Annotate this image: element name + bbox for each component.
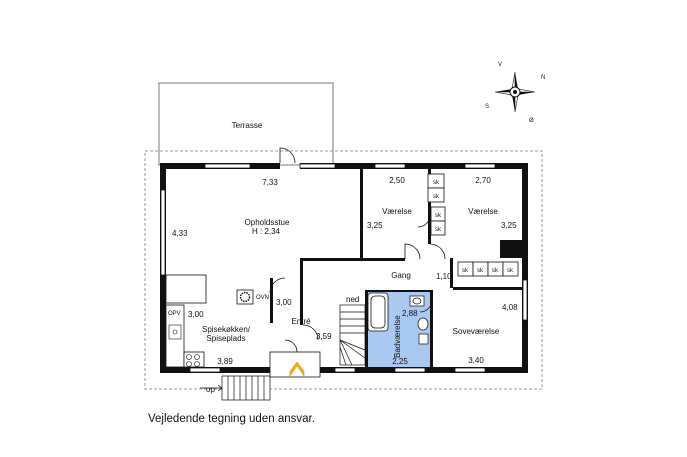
- entry-depth-dim: 3,00: [276, 298, 292, 307]
- compass-rose-icon: [494, 71, 536, 113]
- bath-depth-dim: 2,88: [402, 309, 418, 318]
- closet-label: sk: [492, 268, 499, 274]
- entry-arrow-icon: [289, 361, 305, 377]
- outside-steps: [200, 375, 271, 401]
- living-width-dim: 7,33: [262, 178, 278, 187]
- toilet-icon: [417, 317, 429, 345]
- compass-east-label: Ø: [529, 118, 534, 124]
- room-right-depth-dim: 3,25: [501, 221, 517, 230]
- living-room-height: H : 2,34: [252, 227, 281, 236]
- door-swings: [269, 147, 446, 353]
- stove-icon: [186, 354, 200, 367]
- kitchen-counters: [165, 274, 207, 368]
- kitchen-depth-dim: 3,00: [188, 310, 204, 319]
- plot-outline: [144, 150, 543, 390]
- oven-unit: [236, 289, 254, 305]
- compass-south-label: S: [485, 104, 489, 110]
- terrace-label: Terrasse: [232, 121, 263, 130]
- bath-width-dim: 2,25: [392, 357, 408, 366]
- bedroom-width-dim: 3,40: [468, 356, 484, 365]
- windows: [160, 163, 528, 373]
- closet-label: sk: [433, 194, 440, 200]
- closet-label: sk: [435, 227, 442, 233]
- closet-label: sk: [462, 268, 469, 274]
- entry-width-dim: 3,59: [316, 332, 332, 341]
- compass-west-label: V: [498, 62, 502, 68]
- staircase: [339, 304, 366, 366]
- closet-labels: sk sk sk sk sk sk sk sk: [433, 180, 514, 274]
- dishwasher-label: OPV: [168, 311, 181, 317]
- oven-icon: [239, 291, 251, 303]
- closet-label: sk: [433, 180, 440, 186]
- bathtub-icon: [367, 292, 389, 332]
- kitchen-width-dim: 3,89: [217, 357, 233, 366]
- washbasin-icon: [409, 295, 425, 307]
- kitchen-label-2: Spiseplads: [206, 334, 245, 343]
- bathroom-label: Badværelse: [393, 315, 402, 358]
- closet-label: sk: [477, 268, 484, 274]
- disclaimer-caption: Vejledende tegning uden ansvar.: [148, 413, 315, 425]
- stairs-up-label: op: [206, 385, 215, 394]
- room-left-width-dim: 2,50: [389, 176, 405, 185]
- hall-label: Gang: [391, 271, 411, 280]
- oven-label: OVN: [256, 295, 269, 301]
- bedroom-depth-dim: 4,08: [502, 303, 518, 312]
- compass-north-label: N: [541, 75, 545, 81]
- room-left-depth-dim: 3,25: [367, 221, 383, 230]
- kitchen-label-1: Spisekøkken/: [202, 325, 251, 334]
- room-right-label: Værelse: [468, 207, 498, 216]
- interior-walls: [270, 169, 523, 370]
- hall-width-dim: 1,10: [436, 272, 452, 281]
- living-room-label: Opholdsstue: [245, 218, 290, 227]
- kitchen-sink: [168, 324, 182, 340]
- room-right-width-dim: 2,70: [475, 176, 491, 185]
- closet-label: sk: [507, 268, 514, 274]
- closets: [427, 173, 519, 277]
- living-depth-dim: 4,33: [172, 229, 188, 238]
- room-left-label: Værelse: [382, 207, 412, 216]
- bedroom-label: Soveværelse: [453, 327, 500, 336]
- entry-label: Entré: [291, 317, 311, 326]
- closet-label: sk: [435, 213, 442, 219]
- stairs-down-label: ned: [346, 295, 359, 304]
